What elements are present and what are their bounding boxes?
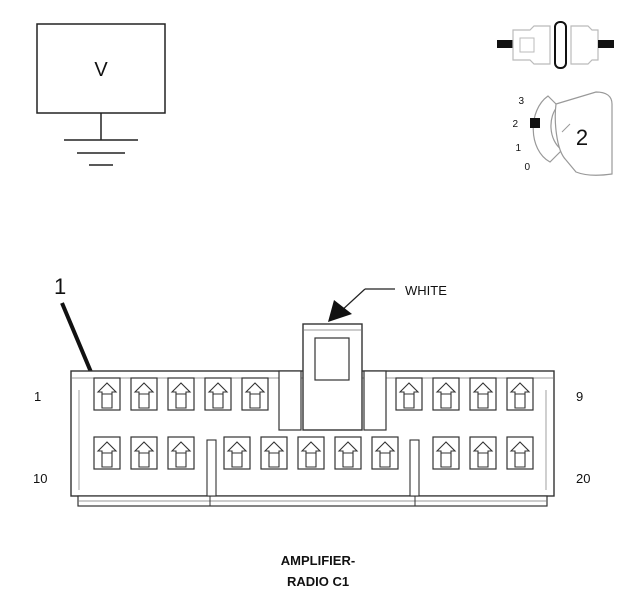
voltmeter-icon: V <box>36 23 166 166</box>
pin-label-10: 10 <box>33 471 47 486</box>
terminal <box>334 436 362 470</box>
svg-text:1: 1 <box>515 143 521 154</box>
terminal <box>204 377 232 411</box>
terminal <box>241 377 269 411</box>
terminal <box>395 377 423 411</box>
ignition-switch-icon: 3 2 1 0 2 <box>512 91 613 176</box>
terminal <box>130 436 158 470</box>
terminal <box>167 436 195 470</box>
terminal <box>93 436 121 470</box>
connector-disconnected-icon <box>497 21 614 69</box>
terminal <box>432 436 460 470</box>
connector-body <box>70 323 555 507</box>
connector-color-label: WHITE <box>405 283 447 298</box>
terminal <box>297 436 325 470</box>
terminal <box>93 377 121 411</box>
pin-label-20: 20 <box>576 471 590 486</box>
svg-text:0: 0 <box>524 162 530 173</box>
pin-callout-number: 1 <box>54 274 66 299</box>
terminal <box>223 436 251 470</box>
svg-text:2: 2 <box>512 119 518 130</box>
terminal <box>167 377 195 411</box>
ignition-key-number: 2 <box>576 125 588 150</box>
color-callout: WHITE <box>328 283 447 322</box>
terminal <box>469 377 497 411</box>
pin-label-1: 1 <box>34 389 41 404</box>
svg-text:3: 3 <box>518 96 524 107</box>
terminal <box>371 436 399 470</box>
callout-arrow-icon <box>328 300 352 322</box>
terminal <box>432 377 460 411</box>
terminal <box>130 377 158 411</box>
caption-line-1: AMPLIFIER- <box>281 553 355 568</box>
caption-line-2: RADIO C1 <box>287 574 349 589</box>
pin-label-9: 9 <box>576 389 583 404</box>
voltmeter-symbol: V <box>94 59 108 81</box>
terminal <box>469 436 497 470</box>
terminal <box>506 436 534 470</box>
terminal <box>260 436 288 470</box>
terminal <box>506 377 534 411</box>
